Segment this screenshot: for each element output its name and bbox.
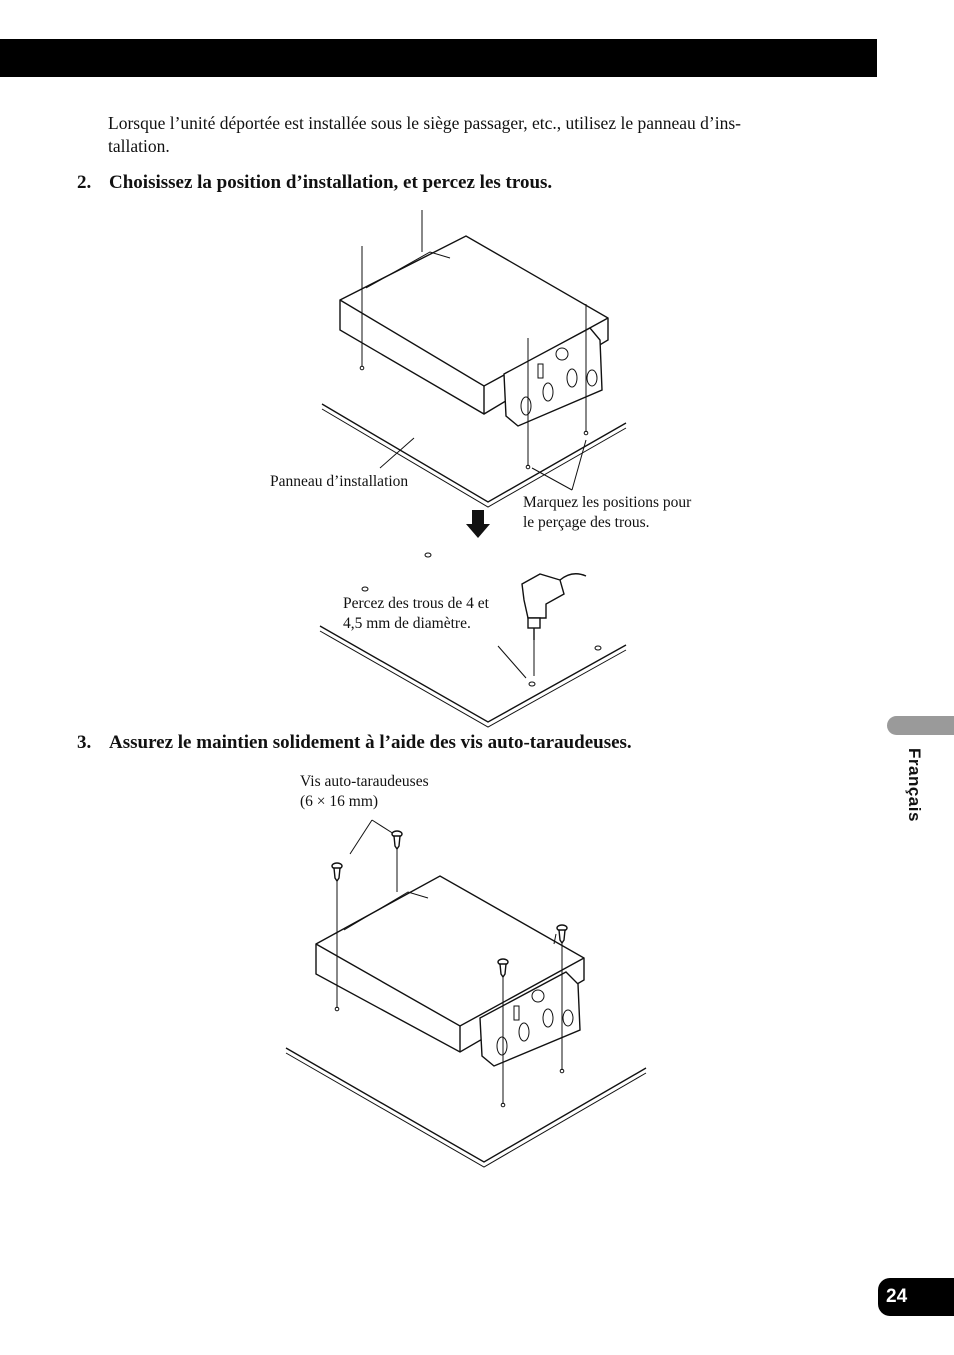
figure-mark-positions: [321, 210, 627, 508]
panel-label: Panneau d’installation: [270, 473, 409, 490]
step-2-text: Choisissez la position d’installation, e…: [109, 172, 553, 193]
step-2-number: 2.: [77, 172, 92, 193]
screws-label: Vis auto-taraudeuses (6 × 16 mm): [300, 773, 429, 810]
screw-icon: [331, 830, 568, 979]
language-tab-label: Français: [905, 748, 924, 822]
drill-icon: [521, 573, 587, 640]
down-arrow-icon: [466, 510, 490, 538]
step-2-heading: 2. Choisissez la position d’installation,…: [77, 172, 552, 194]
language-tab-marker: [887, 716, 954, 735]
figure-screw-fixing: [285, 819, 647, 1168]
intro-paragraph: Lorsque l’unité déportée est installée s…: [108, 113, 741, 156]
figure-drill-holes: [319, 552, 627, 728]
mark-positions-label: Marquez les positions pour le perçage de…: [523, 494, 692, 531]
header-bar: [0, 39, 877, 77]
step-3-number: 3.: [77, 732, 92, 753]
step-3-heading: 3. Assurez le maintien solidement à l’aid…: [77, 732, 632, 754]
drill-holes-label: Percez des trous de 4 et 4,5 mm de diamè…: [343, 595, 489, 632]
page-number: 24: [878, 1278, 954, 1316]
step-3-text: Assurez le maintien solidement à l’aide …: [109, 732, 632, 753]
